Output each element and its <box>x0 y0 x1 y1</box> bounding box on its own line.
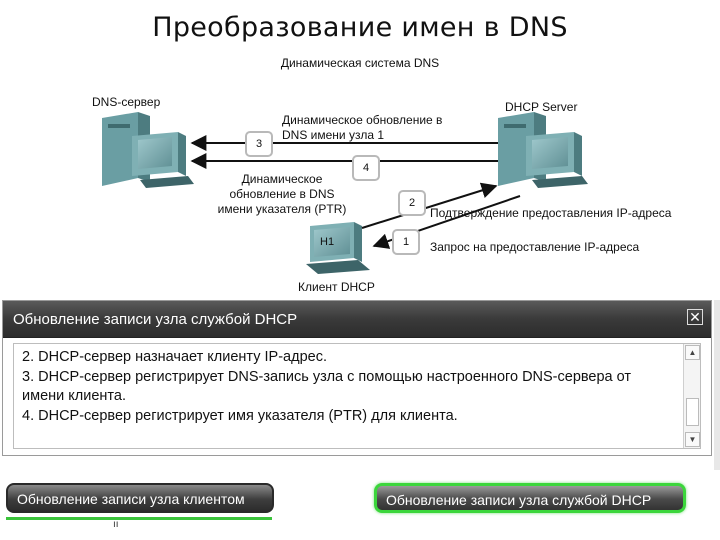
dhcp-server-computer-icon <box>498 112 588 188</box>
scroll-thumb[interactable] <box>686 398 699 426</box>
client-button-underline <box>6 517 272 520</box>
step-3-text-line1: Динамическое обновление в <box>282 113 443 127</box>
diagram-subtitle: Динамическая система DNS <box>280 56 440 70</box>
slide-title: Преобразование имен в DNS <box>152 12 568 43</box>
step-1-text: Запрос на предоставление IP-адреса <box>430 240 640 254</box>
step-2-text: Подтверждение предоставления IP-адреса <box>430 206 672 220</box>
dhcp-update-button[interactable]: Обновление записи узла службой DHCP <box>374 483 686 513</box>
step-4-badge: 4 <box>352 155 380 181</box>
step-3-text: Динамическое обновление в DNS имени узла… <box>282 113 442 143</box>
window-edge <box>714 300 720 470</box>
step-2-badge: 2 <box>398 190 426 216</box>
close-icon[interactable]: ✕ <box>687 309 703 325</box>
scroll-up-icon[interactable]: ▲ <box>685 345 700 360</box>
step-3-text-line2: DNS имени узла 1 <box>282 128 385 142</box>
step-4-text-line3: имени указателя (PTR) <box>217 202 347 216</box>
info-dialog: Обновление записи узла службой DHCP ✕ 2.… <box>2 300 712 456</box>
step-3-badge: 3 <box>245 131 273 157</box>
dns-server-computer-icon <box>102 112 194 188</box>
tiny-mark: ıı <box>113 519 119 530</box>
step-4-text: Динамическое обновление в DNS имени указ… <box>207 172 357 217</box>
dialog-text-area[interactable]: 2. DHCP-сервер назначает клиенту IP-адре… <box>13 343 701 449</box>
dns-server-label: DNS-сервер <box>92 95 161 109</box>
vertical-scrollbar[interactable]: ▲ ▼ <box>683 344 700 448</box>
dialog-line: 4. DHCP-сервер регистрирует имя указател… <box>22 407 458 424</box>
dialog-text: 2. DHCP-сервер назначает клиенту IP-адре… <box>22 348 677 426</box>
dhcp-server-label: DHCP Server <box>505 100 578 114</box>
client-label: Клиент DHCP <box>298 280 375 294</box>
step-4-text-line2: обновление в DNS <box>229 187 335 201</box>
step-1-badge: 1 <box>392 229 420 255</box>
arrow-step-2 <box>361 182 498 229</box>
client-host-label: H1 <box>320 236 335 248</box>
dialog-line: 3. DHCP-сервер регистрирует DNS-запись у… <box>22 368 632 385</box>
dialog-line: имени клиента. <box>22 388 126 404</box>
scroll-down-icon[interactable]: ▼ <box>685 432 700 447</box>
network-diagram <box>102 112 588 274</box>
dialog-title: Обновление записи узла службой DHCP <box>13 311 298 328</box>
step-4-text-line1: Динамическое <box>241 172 323 186</box>
dialog-line: 2. DHCP-сервер назначает клиенту IP-адре… <box>22 349 327 365</box>
client-update-button[interactable]: Обновление записи узла клиентом <box>6 483 274 513</box>
dialog-header: Обновление записи узла службой DHCP ✕ <box>3 301 711 338</box>
client-computer-icon <box>306 222 370 274</box>
